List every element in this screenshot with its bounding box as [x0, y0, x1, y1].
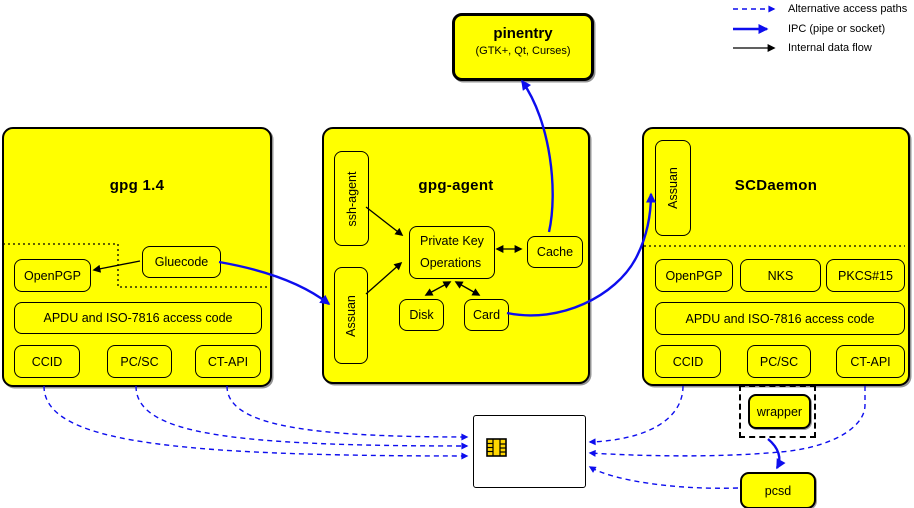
disk-label: Disk — [409, 308, 434, 322]
gpg14-gluecode-box: Gluecode — [142, 246, 221, 278]
gpg14-ccid-label: CCID — [31, 354, 63, 369]
scdaemon-title: SCDaemon — [734, 177, 818, 194]
scdaemon-pcsc-box: PC/SC — [747, 345, 811, 378]
pcsd-box: pcsd — [740, 472, 816, 508]
scdaemon-ccid-label: CCID — [672, 354, 704, 369]
gpg-agent-ssh-agent-box: ssh-agent — [334, 151, 369, 246]
pcsd-label: pcsd — [764, 483, 792, 498]
alt-gpg14-ccid-to-card — [43, 385, 469, 460]
gpg14-apdu-label: APDU and ISO-7816 access code — [43, 311, 233, 325]
gpg14-pcsc-label: PC/SC — [120, 354, 159, 369]
pinentry-title: pinentry — [493, 25, 553, 42]
scdaemon-apdu-label: APDU and ISO-7816 access code — [685, 311, 875, 326]
gpg14-pcsc-box: PC/SC — [107, 345, 172, 378]
legend-alt-access-label: Alternative access paths — [788, 3, 908, 15]
scdaemon-ctapi-label: CT-API — [850, 354, 891, 369]
cache-label: Cache — [536, 245, 574, 259]
alt-scdaemon-ctapi-to-card — [588, 386, 866, 457]
gpg14-ctapi-label: CT-API — [207, 354, 249, 369]
cache-box: Cache — [527, 236, 583, 268]
pinentry-subtitle: (GTK+, Qt, Curses) — [475, 45, 571, 57]
private-key-operations-box: Private Key Operations — [409, 226, 495, 279]
scdaemon-openpgp-label: OpenPGP — [665, 268, 723, 283]
disk-box: Disk — [399, 299, 444, 331]
private-key-operations-line1: Private Key — [420, 234, 484, 249]
gpg14-openpgp-label: OpenPGP — [24, 268, 81, 283]
ipc-wrapper-to-pcsd — [767, 438, 786, 470]
gpg-agent-title: gpg-agent — [418, 177, 494, 194]
gpg14-ctapi-box: CT-API — [195, 345, 261, 378]
gpg14-ccid-box: CCID — [14, 345, 80, 378]
gpg14-title: gpg 1.4 — [109, 177, 165, 194]
private-key-operations-line2: Operations — [420, 255, 482, 270]
scdaemon-pcsc-label: PC/SC — [759, 354, 799, 369]
gpg14-openpgp-box: OpenPGP — [14, 259, 91, 292]
smartcard-chip-icon — [486, 438, 507, 457]
legend-ipc-label: IPC (pipe or socket) — [788, 23, 886, 35]
alt-scdaemon-ccid-to-card — [588, 385, 684, 446]
scdaemon-ccid-box: CCID — [655, 345, 721, 378]
smartcard-box — [473, 415, 586, 488]
scdaemon-nks-label: NKS — [767, 268, 794, 283]
gpg-agent-box: gpg-agent ssh-agent Assuan Private Key O… — [322, 127, 590, 384]
legend-internal-label: Internal data flow — [788, 42, 872, 54]
wrapper-dashed-frame: wrapper — [739, 385, 816, 438]
gpg14-gluecode-label: Gluecode — [154, 255, 209, 269]
scdaemon-nks-box: NKS — [740, 259, 821, 292]
wrapper-box: wrapper — [748, 394, 811, 429]
card-label: Card — [472, 308, 501, 322]
gpg14-apdu-box: APDU and ISO-7816 access code — [14, 302, 262, 334]
scdaemon-pkcs15-label: PKCS#15 — [838, 268, 893, 283]
gpg-agent-assuan-box: Assuan — [334, 267, 368, 364]
scdaemon-box: SCDaemon Assuan OpenPGP NKS PKCS#15 APDU… — [642, 127, 910, 386]
scdaemon-apdu-box: APDU and ISO-7816 access code — [655, 302, 905, 335]
scdaemon-assuan-box: Assuan — [655, 140, 691, 236]
alt-gpg14-pcsc-to-card — [135, 385, 469, 450]
pinentry-box: pinentry (GTK+, Qt, Curses) — [452, 13, 594, 81]
scdaemon-ctapi-box: CT-API — [836, 345, 905, 378]
scdaemon-openpgp-box: OpenPGP — [655, 259, 733, 292]
scdaemon-pkcs15-box: PKCS#15 — [826, 259, 905, 292]
card-box: Card — [464, 299, 509, 331]
alt-gpg14-ctapi-to-card — [226, 385, 469, 441]
ssh-agent-label: ssh-agent — [344, 171, 359, 226]
gpg14-box: gpg 1.4 OpenPGP Gluecode APDU and ISO-78… — [2, 127, 272, 387]
scdaemon-assuan-label: Assuan — [666, 167, 680, 209]
gpg-agent-assuan-label: Assuan — [344, 294, 358, 337]
wrapper-label: wrapper — [756, 404, 803, 419]
alt-pcsd-to-card — [588, 466, 739, 489]
